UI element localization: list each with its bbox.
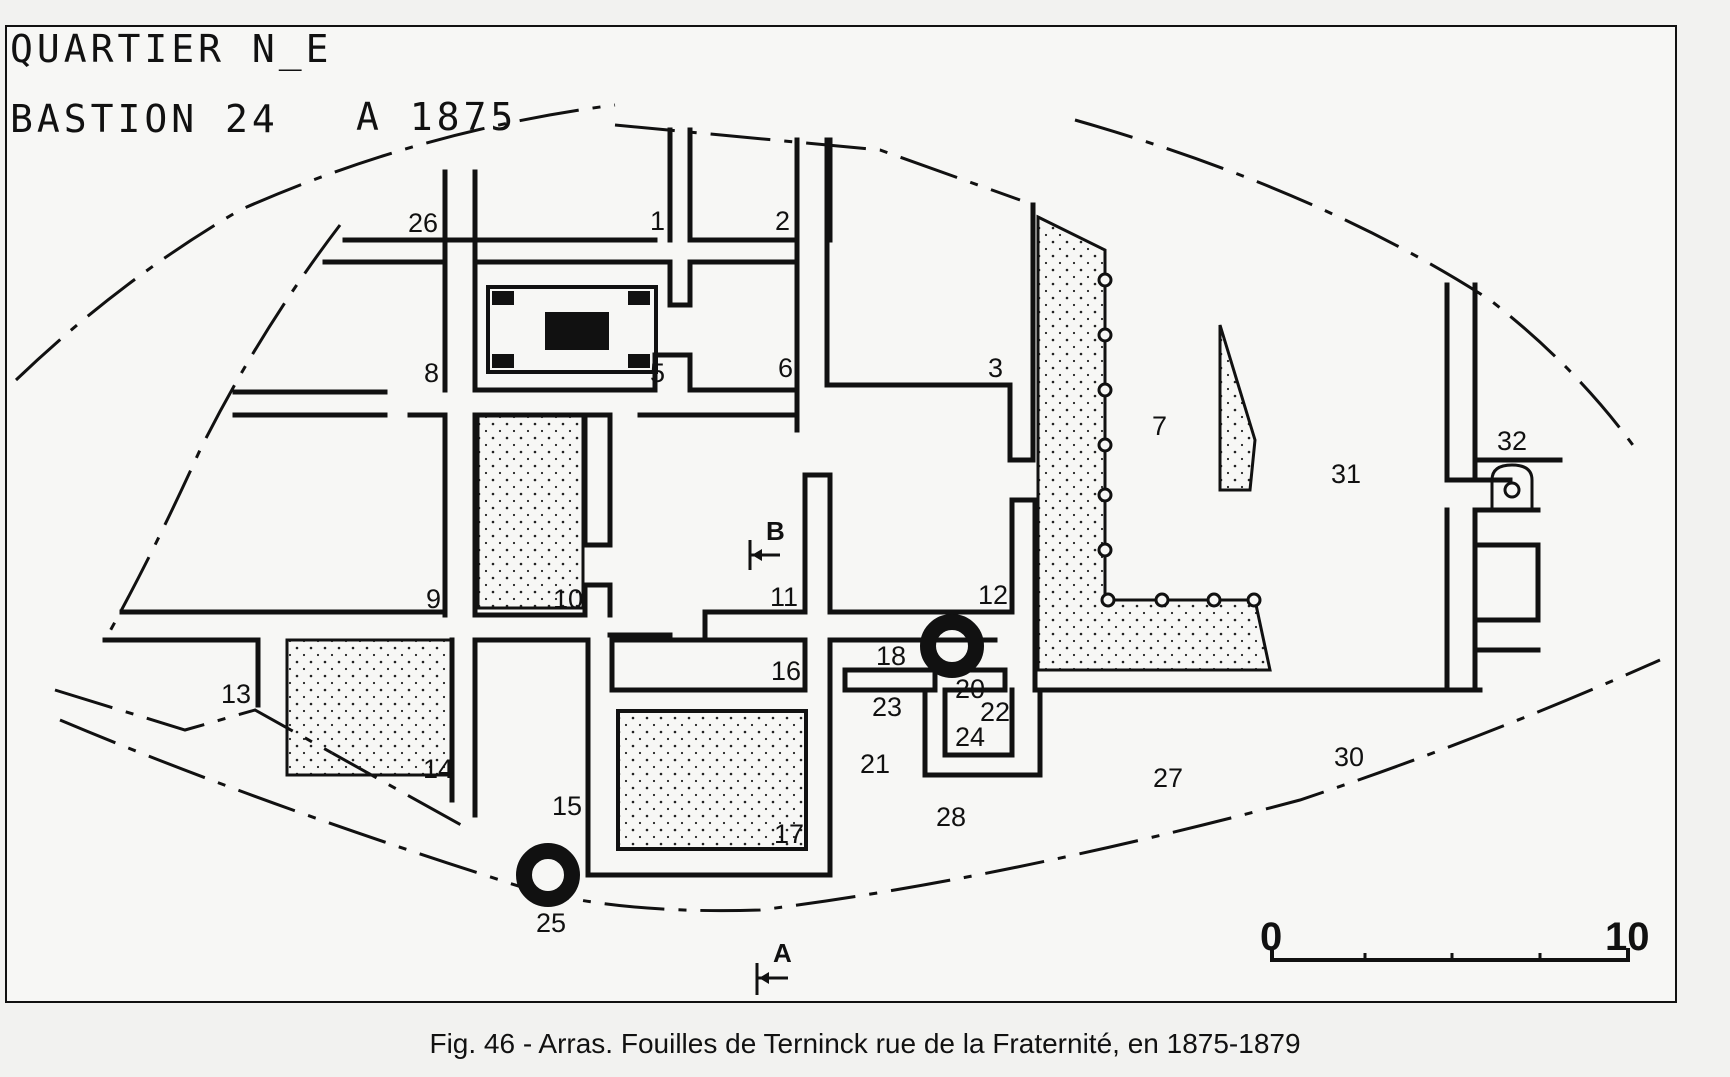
walls [102, 127, 1563, 878]
niche-32-icon [1490, 463, 1534, 512]
room-7: 7 [1152, 411, 1167, 441]
room-2: 2 [775, 206, 790, 236]
room-18: 18 [876, 641, 906, 671]
room-22: 22 [980, 697, 1010, 727]
room-5: 5 [650, 358, 665, 388]
room-24: 24 [955, 722, 985, 752]
room-16: 16 [771, 656, 801, 686]
section-a-label: A [773, 938, 792, 968]
room-28: 28 [936, 802, 966, 832]
well-icon [516, 843, 580, 907]
year-label: A 1875 [356, 95, 517, 139]
quarter-label: QUARTIER N_E [10, 27, 333, 72]
plan-frame [5, 25, 1677, 1003]
well-icon [920, 614, 984, 678]
room-17: 17 [774, 819, 804, 849]
room-12: 12 [978, 580, 1008, 610]
room-13: 13 [221, 679, 251, 709]
scale-min: 0 [1260, 915, 1282, 959]
wells [516, 614, 984, 907]
room-11: 11 [770, 582, 798, 612]
room-3: 3 [988, 353, 1003, 383]
room-21: 21 [860, 749, 890, 779]
room-30: 30 [1334, 742, 1364, 772]
room-14: 14 [423, 754, 453, 784]
room-15: 15 [552, 791, 582, 821]
bastion-label: BASTION 24 [10, 97, 279, 141]
section-b-marker: B [748, 516, 785, 570]
section-a-marker: A [755, 938, 792, 995]
room-8: 8 [424, 358, 439, 388]
room-20: 20 [955, 674, 985, 704]
room-6: 6 [778, 353, 793, 383]
section-b-label: B [766, 516, 785, 546]
temple-block [486, 285, 658, 374]
room-9: 9 [426, 584, 441, 614]
room-10: 10 [553, 584, 583, 614]
room-32: 32 [1497, 426, 1527, 456]
room-labels: 1 2 3 5 6 7 8 9 10 11 12 13 14 15 16 17 … [221, 206, 1527, 938]
scale-max: 10 [1605, 915, 1650, 959]
figure-caption: Fig. 46 - Arras. Fouilles de Terninck ru… [429, 1028, 1300, 1059]
room-23: 23 [872, 692, 902, 722]
room-25: 25 [536, 908, 566, 938]
room-31: 31 [1331, 459, 1361, 489]
room-27: 27 [1153, 763, 1183, 793]
colonnade [1097, 272, 1262, 608]
room-26: 26 [408, 208, 438, 238]
room-1: 1 [650, 206, 665, 236]
scale-bar: 0 10 [1260, 915, 1650, 962]
